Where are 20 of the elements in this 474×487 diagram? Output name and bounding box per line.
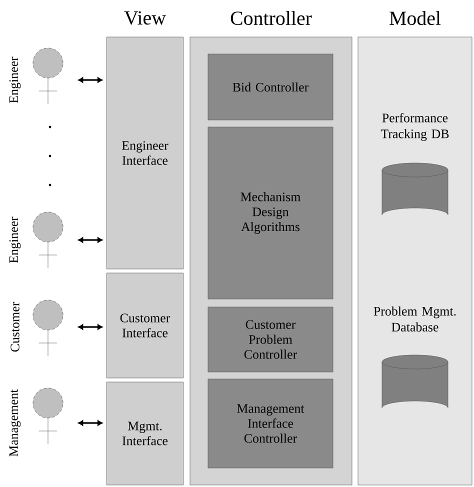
actor-label: Customer bbox=[10, 302, 20, 352]
controller-box: Bid Controller bbox=[208, 54, 334, 120]
column-heading: Controller bbox=[230, 11, 312, 25]
double-arrow bbox=[78, 77, 102, 83]
actor-label: Management bbox=[9, 389, 21, 456]
interface-box: Engineer Interface bbox=[106, 36, 184, 270]
controller-box: Management Interface Controller bbox=[208, 378, 334, 468]
interface-box: Mgmt. Interface bbox=[106, 382, 184, 486]
controller-box: Mechanism Design Algorithms bbox=[208, 126, 334, 300]
actor-label: Engineer bbox=[9, 56, 21, 103]
double-arrow bbox=[78, 237, 102, 243]
column-heading: View bbox=[124, 11, 166, 25]
database-label: Problem Mgmt. Database bbox=[374, 306, 456, 332]
column-heading: Model bbox=[390, 11, 441, 25]
double-arrow bbox=[78, 420, 102, 426]
database-label: Performance Tracking DB bbox=[380, 113, 449, 141]
double-arrow bbox=[78, 324, 102, 330]
actor-label: Engineer bbox=[9, 216, 21, 263]
interface-box: Customer Interface bbox=[106, 272, 184, 378]
controller-box: Customer Problem Controller bbox=[208, 306, 334, 372]
